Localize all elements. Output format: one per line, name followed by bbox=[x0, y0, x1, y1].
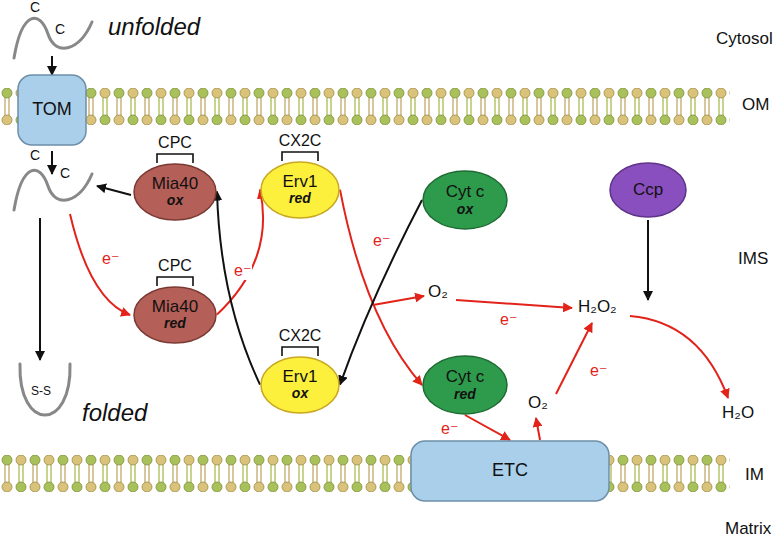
reaction-arrow bbox=[217, 192, 260, 385]
etc-complex: ETC bbox=[410, 440, 610, 502]
protein-name: Erv1 bbox=[283, 173, 318, 192]
motif-label: CX2C bbox=[279, 132, 322, 150]
inner-membrane bbox=[0, 455, 730, 492]
compartment-label: OM bbox=[742, 96, 769, 115]
ccp-ellipse-body: Ccp bbox=[609, 162, 687, 218]
import-arrow bbox=[51, 151, 53, 174]
mia40-ellipse: CPC Mia40ox bbox=[133, 134, 217, 221]
redox-state: ox bbox=[167, 193, 183, 208]
cytc-ellipse-body: Cyt cred bbox=[422, 355, 508, 415]
electron-label: e⁻ bbox=[500, 311, 517, 329]
electron-arrow bbox=[373, 296, 424, 305]
imported-protein bbox=[14, 170, 92, 210]
electron-flow-arrow bbox=[465, 415, 510, 440]
folded-protein bbox=[20, 364, 70, 415]
protein-name: Cyt c bbox=[446, 183, 485, 202]
mia40-ellipse-body: Mia40ox bbox=[133, 163, 217, 221]
electron-label: e⁻ bbox=[233, 262, 252, 280]
redox-state: red bbox=[289, 191, 311, 206]
motif-bracket bbox=[153, 152, 197, 163]
electron-arrow bbox=[70, 214, 130, 315]
state-label: folded bbox=[82, 400, 147, 426]
cytc-ellipse: Cyt cox bbox=[422, 170, 508, 230]
electron-label: e⁻ bbox=[102, 250, 119, 268]
unfolded-protein bbox=[14, 18, 92, 58]
electron-flow-arrow bbox=[340, 190, 422, 385]
protein-name: Mia40 bbox=[152, 298, 198, 317]
outer-membrane bbox=[0, 88, 730, 125]
protein-name: Cyt c bbox=[446, 368, 485, 387]
motif-label: CPC bbox=[158, 134, 192, 152]
electron-arrow bbox=[630, 316, 728, 398]
cytc-ellipse-body: Cyt cox bbox=[422, 170, 508, 230]
erv1-ellipse-body: Erv1ox bbox=[260, 356, 340, 414]
disulfide-label: S-S bbox=[31, 385, 51, 398]
redox-state: red bbox=[164, 316, 186, 331]
etc-complex-body: ETC bbox=[410, 440, 610, 502]
erv1-ellipse: CX2C Erv1ox bbox=[260, 327, 340, 414]
mia40-ellipse: CPC Mia40red bbox=[133, 257, 217, 344]
protein-name: Ccp bbox=[633, 181, 663, 200]
redox-state: ox bbox=[292, 386, 308, 401]
electron-arrow bbox=[536, 418, 540, 440]
import-arrow bbox=[51, 56, 53, 75]
motif-bracket bbox=[278, 345, 322, 356]
electron-arrow bbox=[556, 323, 592, 394]
cys-label: C bbox=[60, 166, 70, 181]
ccp-arrow bbox=[647, 220, 649, 300]
cys-label: C bbox=[55, 22, 65, 37]
electron-label: e⁻ bbox=[590, 362, 607, 380]
cytc-ellipse: Cyt cred bbox=[422, 355, 508, 415]
folding-arrow bbox=[39, 218, 41, 360]
reaction-arrow bbox=[340, 200, 422, 385]
motif-bracket bbox=[153, 275, 197, 286]
molecule-label: H₂O bbox=[722, 404, 754, 423]
mia40-ellipse-body: Mia40red bbox=[133, 286, 217, 344]
compartment-label: IM bbox=[745, 466, 764, 485]
protein-name: TOM bbox=[32, 100, 72, 120]
cys-label: C bbox=[30, 0, 40, 15]
tom-complex: TOM bbox=[17, 74, 87, 146]
protein-name: ETC bbox=[492, 461, 528, 481]
compartment-label: Matrix bbox=[725, 520, 771, 539]
state-label: unfolded bbox=[108, 14, 200, 40]
electron-arrow bbox=[456, 300, 572, 308]
erv1-ellipse: CX2C Erv1red bbox=[260, 132, 340, 219]
cys-label: C bbox=[30, 148, 40, 163]
electron-label: e⁻ bbox=[440, 420, 459, 438]
motif-label: CPC bbox=[158, 257, 192, 275]
erv1-ellipse-body: Erv1red bbox=[260, 161, 340, 219]
motif-label: CX2C bbox=[279, 327, 322, 345]
molecule-label: O₂ bbox=[528, 394, 548, 413]
tom-complex-body: TOM bbox=[17, 74, 87, 146]
compartment-label: IMS bbox=[738, 250, 768, 269]
electron-flow-arrow bbox=[217, 190, 263, 315]
molecule-label: H₂O₂ bbox=[578, 298, 617, 317]
binding-arrow bbox=[97, 186, 131, 195]
compartment-label: Cytosol bbox=[716, 30, 773, 49]
motif-bracket bbox=[278, 150, 322, 161]
redox-state: ox bbox=[457, 202, 473, 217]
molecule-label: O₂ bbox=[428, 283, 448, 302]
redox-state: red bbox=[454, 387, 476, 402]
electron-label: e⁻ bbox=[372, 232, 391, 250]
protein-name: Mia40 bbox=[152, 175, 198, 194]
protein-name: Erv1 bbox=[283, 368, 318, 387]
ccp-ellipse: Ccp bbox=[609, 162, 687, 218]
